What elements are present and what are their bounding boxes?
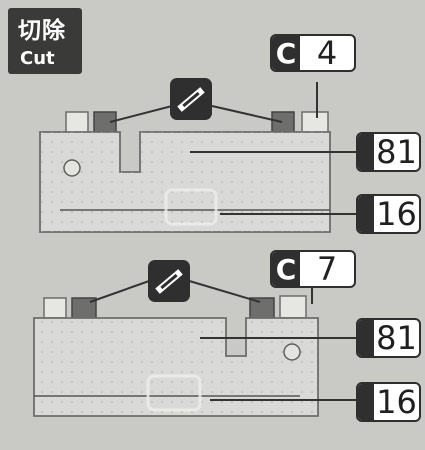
callout-marker [358,384,374,420]
upper-cut-leader-right [211,105,283,123]
upper-part-texture [40,132,330,232]
callout-81-lower: 81 [356,318,421,358]
lower-part-texture [34,318,318,416]
upper-right-nub [271,111,295,135]
callout-number: 16 [376,383,417,421]
part-callout-c4: C 4 [270,34,356,72]
hobby-knife-icon [170,78,212,120]
upper-part-hole [63,159,81,177]
cut-title-chinese: 切除 [18,18,66,44]
upper-watermark [164,188,218,226]
callout-marker [358,134,374,170]
callout-number: 16 [376,195,417,233]
lower-watermark [146,374,202,412]
upper-left-nub [93,111,117,135]
cut-title-english: Cut [20,48,55,69]
callout-number: 81 [376,133,417,171]
upper-part [39,82,360,233]
lower-cut-leader-right [185,279,261,303]
lower-right-gate [279,295,307,319]
part-letter: C [272,36,300,70]
hobby-knife-icon [148,260,190,302]
upper-cut-leader-left [109,105,173,123]
callout-number: 81 [376,319,417,357]
callout-marker [358,320,374,356]
part-callout-c7: C 7 [270,250,356,288]
lower-part-hole [283,343,301,361]
part-letter: C [272,252,300,286]
upper-right-gate [301,111,329,135]
lower-left-gate [43,297,67,319]
upper-left-gate [65,111,89,135]
callout-16-upper: 16 [356,194,421,234]
part-number: 4 [316,34,338,72]
callout-81-upper: 81 [356,132,421,172]
lower-part [33,279,360,417]
cut-step-label: 切除 Cut [8,8,82,74]
lower-cut-leader-left [89,279,153,303]
part-number: 7 [316,250,338,288]
callout-16-lower: 16 [356,382,421,422]
callout-marker [358,196,374,232]
